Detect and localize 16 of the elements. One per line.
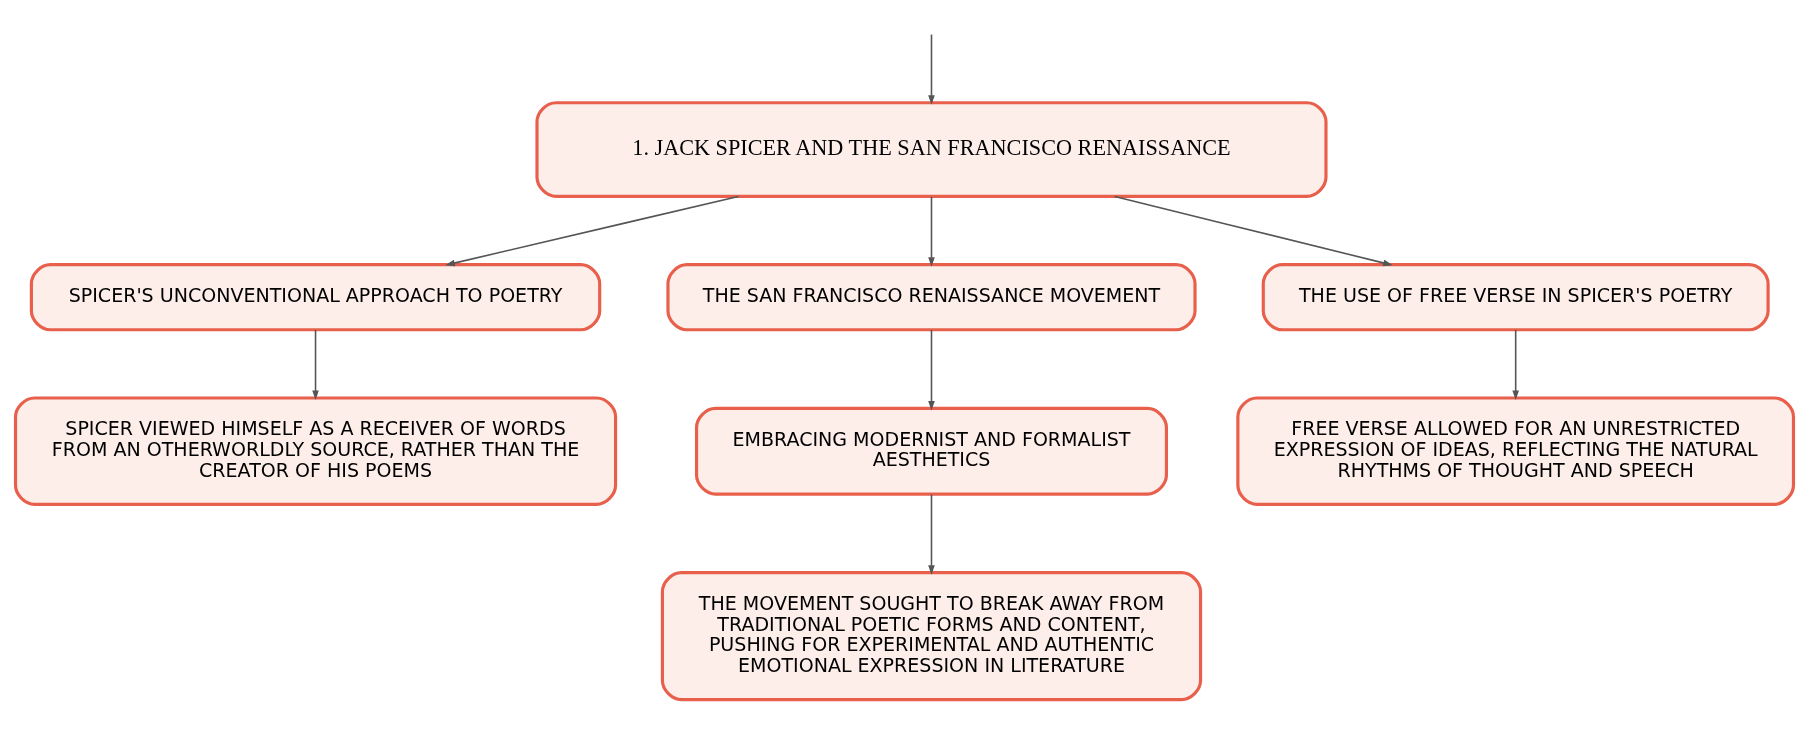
- node-box: SPICER VIEWED HIMSELF AS A RECEIVER OF WORDS FROM AN OTHERWORLDLY SOURCE, RATHER THAN THE CREATOR OF HIS POEMS: [13, 395, 618, 506]
- node-box: 1. JACK SPICER AND THE SAN FRANCISCO RENAISSANCE: [535, 100, 1328, 198]
- arrow: [928, 195, 935, 267]
- node-box: THE USE OF FREE VERSE IN SPICER'S POETRY: [1261, 262, 1770, 331]
- arrow: [1113, 195, 1393, 266]
- arrow: [312, 328, 319, 400]
- arrow: [928, 33, 935, 105]
- node-box: THE MOVEMENT SOUGHT TO BREAK AWAY FROM TRADITIONAL POETIC FORMS AND CONTENT, PUSHING FOR EXPERIMENTAL AND AUTHENTIC EMOTIONAL EXPRESSION IN LITERATURE: [660, 570, 1203, 701]
- arrow: [928, 493, 935, 575]
- node-box: FREE VERSE ALLOWED FOR AN UNRESTRICTED EXPRESSION OF IDEAS, REFLECTING THE NATURAL RHYTHMS OF THOUGHT AND SPEECH: [1236, 395, 1796, 506]
- arrow: [928, 328, 935, 410]
- node-box: THE SAN FRANCISCO RENAISSANCE MOVEMENT: [666, 262, 1197, 331]
- node-box: EMBRACING MODERNIST AND FORMALIST AESTHETICS: [694, 406, 1169, 496]
- arrow: [445, 195, 740, 266]
- arrow: [1512, 328, 1520, 400]
- node-box: SPICER'S UNCONVENTIONAL APPROACH TO POETRY: [29, 262, 602, 331]
